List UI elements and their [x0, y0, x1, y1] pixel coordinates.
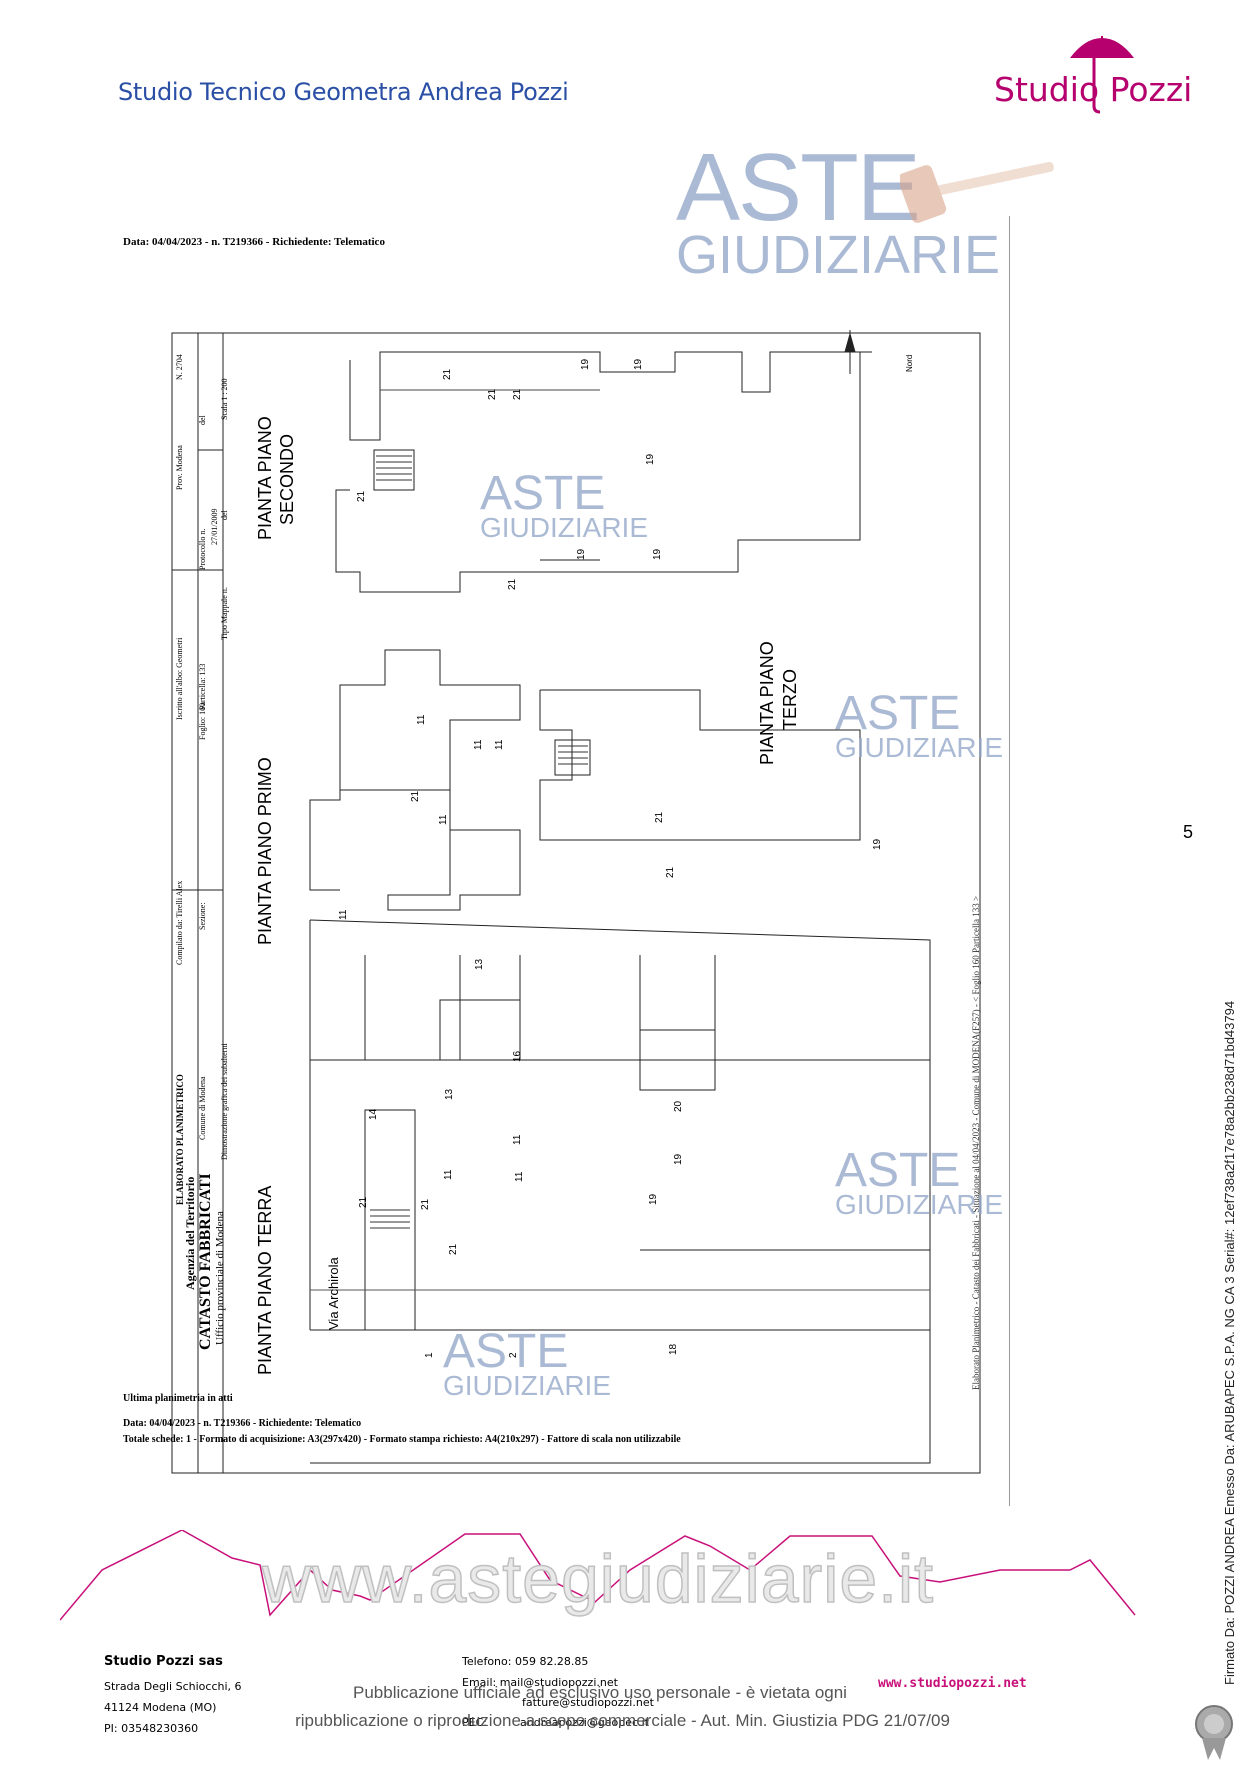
watermark-aste-top: ASTE GIUDIZIARIE	[676, 134, 1001, 285]
sezione-label: Sezione:	[198, 902, 207, 930]
digital-signature: Firmato Da: POZZI ANDREA Emesso Da: ARUB…	[1222, 1000, 1237, 1685]
publication-notice-2: ripubblicazione o riproduzione a scopo c…	[295, 1711, 950, 1730]
footer-website-link[interactable]: www.studiopozzi.net	[878, 1676, 1027, 1691]
room-label: 16	[512, 1050, 523, 1062]
catasto-label: CATASTO FABBRICATI	[197, 1173, 214, 1350]
margin-line	[1009, 216, 1010, 1506]
room-label: 11	[416, 714, 427, 725]
room-label: 21	[420, 1198, 431, 1210]
watermark-aste-2: ASTE GIUDIZIARIE	[480, 467, 649, 543]
studio-pozzi-logo	[1070, 36, 1134, 114]
room-label: 21	[410, 790, 421, 802]
room-label: 21	[442, 368, 453, 380]
compilato-label: Compilato da: Tirelli Alex	[175, 880, 184, 965]
plan-title-terzo-2: TERZO	[780, 669, 800, 730]
north-compass-icon	[828, 330, 872, 374]
room-label: 21	[654, 811, 665, 823]
watermark-aste-5: ASTE GIUDIZIARIE	[443, 1325, 612, 1401]
plan-title-terra: PIANTA PIANO TERRA	[255, 1185, 275, 1375]
room-label: 18	[668, 1343, 679, 1355]
footer-company: Studio Pozzi sas	[104, 1654, 223, 1669]
iscritto-label: Iscritto all'albo: Geometri	[175, 637, 184, 720]
room-label: 19	[872, 838, 883, 850]
agenzia-label: Agenzia del Territorio	[183, 1176, 197, 1290]
watermark-site: www.astegiudiziarie.it	[261, 1540, 935, 1618]
room-label: 21	[448, 1243, 459, 1255]
footer-pec[interactable]: andreapozzi@geopec.it	[520, 1716, 649, 1729]
watermark-aste-4: ASTE GIUDIZIARIE	[835, 1144, 1004, 1220]
nord-label: Nord	[905, 354, 914, 372]
particella-label: Particella: 133	[198, 663, 207, 710]
plan-title-terzo-1: PIANTA PIANO	[757, 641, 777, 765]
tipo-mappale-label: Tipo Mappale n.	[220, 587, 229, 640]
del-label-2: del	[220, 510, 229, 520]
room-label: 11	[514, 1171, 525, 1182]
date-line-top: Data: 04/04/2023 - n. T219366 - Richiede…	[123, 236, 385, 248]
room-label: 21	[358, 1196, 369, 1208]
plan-title-secondo-2: SECONDO	[277, 433, 297, 525]
footer-pec-label: PEC:	[462, 1716, 487, 1729]
page-number: 5	[1183, 822, 1194, 842]
room-label: 19	[645, 453, 656, 465]
date-line-bottom: Data: 04/04/2023 - n. T219366 - Richiede…	[123, 1418, 362, 1429]
room-label: 21	[665, 866, 676, 878]
room-label: 19	[652, 548, 663, 560]
room-label: 11	[494, 739, 505, 750]
seal-icon	[1195, 1705, 1233, 1760]
room-label: 19	[648, 1193, 659, 1205]
comune-label: Comune di Modena	[198, 1076, 207, 1140]
room-label: 11	[443, 1169, 454, 1180]
room-label: 14	[368, 1108, 379, 1120]
room-label: 13	[474, 958, 485, 970]
room-label: 21	[512, 388, 523, 400]
room-label: 19	[576, 548, 587, 560]
room-label: 13	[444, 1088, 455, 1100]
ufficio-label: Ufficio provinciale di Modena	[214, 1211, 226, 1345]
del-label: del	[198, 415, 207, 425]
prov-label: Prov. Modena	[175, 445, 184, 490]
elaborato-label: ELABORATO PLANIMETRICO	[175, 1074, 185, 1205]
via-label: Via Archirola	[326, 1257, 341, 1330]
room-label: 21	[356, 490, 367, 502]
room-label: 11	[512, 1134, 523, 1145]
room-label: 19	[580, 358, 591, 370]
footer-email-2[interactable]: fatture@studiopozzi.net	[522, 1696, 654, 1709]
scala-label: Scala 1 : 200	[220, 378, 229, 420]
footer-telefono: Telefono: 059 82.28.85	[462, 1655, 589, 1668]
n-label: N. 2704	[175, 354, 184, 380]
protocollo-date: 27/01/2009	[210, 508, 219, 545]
ultima-planimetria: Ultima planimetria in atti	[123, 1393, 233, 1404]
room-label: 11	[473, 739, 484, 750]
footer-address-2: 41124 Modena (MO)	[104, 1701, 217, 1714]
room-label: 21	[487, 388, 498, 400]
plan-title-primo: PIANTA PIANO PRIMO	[255, 757, 275, 945]
side-note: Elaborato Planimetrico - Catasto dei Fab…	[971, 895, 981, 1390]
room-label: 20	[673, 1100, 684, 1112]
room-label: 1	[424, 1352, 435, 1358]
watermark-aste-3: ASTE GIUDIZIARIE	[835, 687, 1004, 763]
footer-address-1: Strada Degli Schiocchi, 6	[104, 1680, 242, 1693]
plan-title-secondo-1: PIANTA PIANO	[255, 416, 275, 540]
footer-email[interactable]: Email: mail@studiopozzi.net	[462, 1676, 618, 1689]
logo-text: Studio Pozzi	[994, 70, 1193, 109]
room-label: 21	[507, 578, 518, 590]
room-label: 11	[438, 814, 449, 825]
protocollo-label: Protocollo n.	[198, 528, 207, 570]
room-label: 19	[673, 1153, 684, 1165]
studio-title: Studio Tecnico Geometra Andrea Pozzi	[118, 78, 569, 106]
publication-notice-1: Pubblicazione ufficiale ad esclusivo uso…	[353, 1683, 847, 1702]
dimostrazione-label: Dimostrazione grafica dei subalterni	[220, 1043, 229, 1160]
totale-schede: Totale schede: 1 - Formato di acquisizio…	[123, 1434, 681, 1445]
rooftop-line-decoration	[60, 1530, 1136, 1621]
room-label: 19	[633, 358, 644, 370]
footer-pi: PI: 03548230360	[104, 1722, 199, 1735]
gavel-icon	[900, 161, 1054, 223]
room-label: 11	[338, 909, 349, 920]
floor-plan-sheet	[171, 330, 981, 1474]
